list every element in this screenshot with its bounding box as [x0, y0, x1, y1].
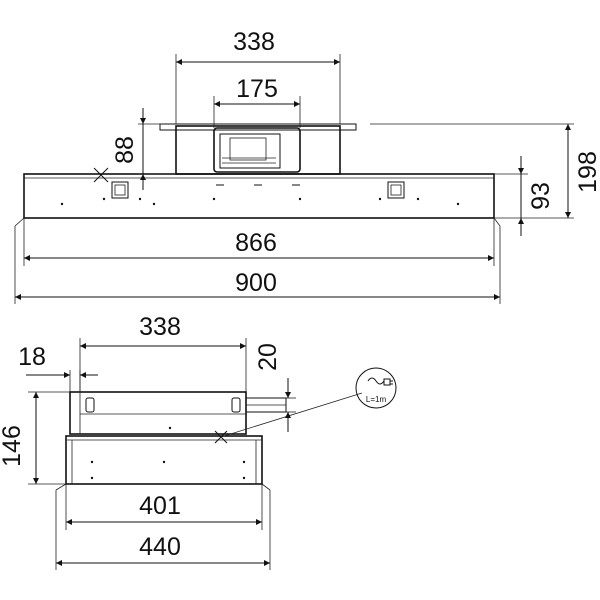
dim-inner-width: 866: [235, 229, 277, 257]
front-view: 338 175 88 93 198 866: [14, 28, 600, 304]
center-mark: [93, 167, 109, 183]
dim-offset: 18: [18, 343, 46, 371]
dim-body-height: 93: [527, 182, 555, 210]
hood-body-front: [23, 173, 495, 219]
dim-height: 146: [0, 425, 26, 467]
top-box-side: [69, 391, 247, 435]
dim-top-width: 338: [233, 28, 275, 56]
top-flange: [159, 123, 357, 131]
top-box-front: [175, 125, 341, 175]
dim-motor-width: 175: [236, 75, 278, 103]
dim-connector-height: 20: [254, 343, 282, 371]
dim-top-depth: 338: [139, 313, 181, 341]
opening-right: [387, 181, 405, 199]
dim-total-width: 900: [235, 269, 277, 297]
hood-body-side: [65, 435, 263, 485]
side-view: L=1m 338 18 20 146 401 44: [0, 313, 397, 570]
opening-left: [111, 181, 129, 199]
cable-length-label: L=1m: [366, 395, 387, 404]
power-plug-icon: L=1m: [355, 367, 397, 409]
dim-total-height: 198: [574, 151, 600, 193]
dim-inner-depth: 401: [139, 492, 181, 520]
dim-total-depth: 440: [139, 533, 181, 561]
motor-outlet: [213, 127, 301, 173]
dim-top-height: 88: [111, 136, 139, 164]
